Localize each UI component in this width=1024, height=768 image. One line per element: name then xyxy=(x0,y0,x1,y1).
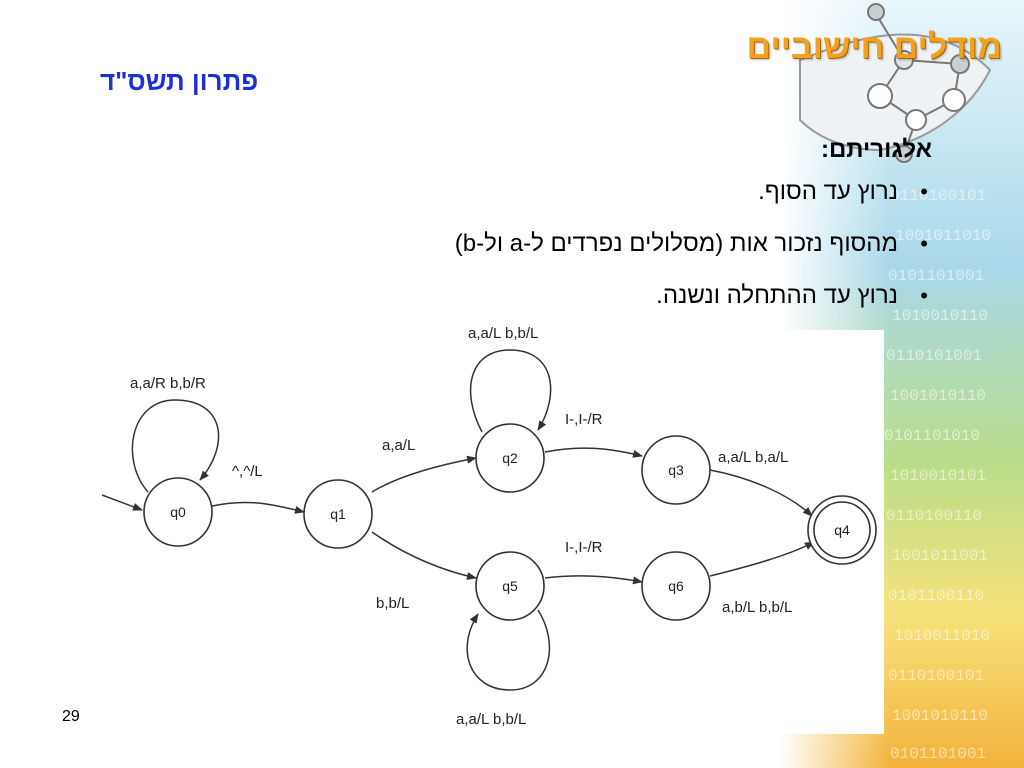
transition-q2-q2 xyxy=(469,349,552,433)
algorithm-step: • מהסוף נזכור אות (מסלולים נפרדים ל-a ול-… xyxy=(252,228,932,260)
bullet-icon: • xyxy=(920,179,928,204)
transition-q2-q3 xyxy=(544,447,643,458)
svg-text:0110101001: 0110101001 xyxy=(886,347,982,365)
transition-label: a,a/L b,a/L xyxy=(718,449,788,466)
algorithm-steps: • נרוץ עד הסוף. • מהסוף נזכור אות (מסלולים… xyxy=(252,176,932,312)
svg-text:q1: q1 xyxy=(330,506,346,522)
svg-text:1001010110: 1001010110 xyxy=(892,707,988,725)
svg-text:q6: q6 xyxy=(668,578,684,594)
svg-text:q5: q5 xyxy=(502,578,518,594)
state-q3: q3 xyxy=(641,435,711,505)
svg-text:0110100110: 0110100110 xyxy=(886,507,982,525)
initial-arrow xyxy=(101,494,143,511)
step-text: מהסוף נזכור אות (מסלולים נפרדים ל-a ול-b… xyxy=(454,230,898,257)
svg-text:1001010110: 1001010110 xyxy=(890,387,986,405)
transition-q1-q5 xyxy=(371,531,477,580)
transition-q1-q2 xyxy=(371,455,477,493)
svg-text:1001011001: 1001011001 xyxy=(892,547,988,565)
transition-q6-q4 xyxy=(709,541,815,577)
transition-label: I-,I-/R xyxy=(565,539,603,556)
transition-label: a,b/L b,b/L xyxy=(722,599,792,616)
svg-text:0101101010: 0101101010 xyxy=(884,427,980,445)
svg-text:q3: q3 xyxy=(668,462,684,478)
svg-text:1010010101: 1010010101 xyxy=(890,467,986,485)
state-q4: q4 xyxy=(807,495,877,565)
step-text: נרוץ עד ההתחלה ונשנה. xyxy=(656,282,898,309)
molecule-graphic xyxy=(799,3,992,163)
svg-text:0101100110: 0101100110 xyxy=(888,587,984,605)
binary-digits-pattern: 0110100101 1001011010 0101101001 1010010… xyxy=(884,187,991,763)
slide-content: אלגוריתם: • נרוץ עד הסוף. • מהסוף נזכור או… xyxy=(252,136,932,332)
transition-label: a,a/R b,b/R xyxy=(130,375,206,392)
transition-q0-q0 xyxy=(131,399,220,493)
svg-text:0101101001: 0101101001 xyxy=(890,745,986,763)
algorithm-step: • נרוץ עד ההתחלה ונשנה. xyxy=(252,280,932,312)
svg-text:1010011010: 1010011010 xyxy=(894,627,990,645)
state-q5: q5 xyxy=(475,551,545,621)
slide-title: פתרון תשס"ד xyxy=(100,66,259,96)
step-text: נרוץ עד הסוף. xyxy=(758,178,898,205)
content-white-area xyxy=(0,330,884,734)
svg-text:0110100101: 0110100101 xyxy=(890,187,986,205)
transition-label: ^,^/L xyxy=(232,463,263,480)
algorithm-heading: אלגוריתם: xyxy=(821,136,932,163)
transition-q3-q4 xyxy=(709,469,813,517)
transition-label: b,b/L xyxy=(376,595,409,612)
transition-q0-q1 xyxy=(211,501,305,514)
svg-text:1010010110: 1010010110 xyxy=(892,307,988,325)
transition-q5-q5 xyxy=(466,609,551,691)
course-title: מודלים חישוביים xyxy=(746,28,1002,66)
page-number: 29 xyxy=(62,708,80,725)
state-q2: q2 xyxy=(475,423,545,493)
transition-label: I-,I-/R xyxy=(565,411,603,428)
state-q6: q6 xyxy=(641,551,711,621)
transition-label: a,a/L xyxy=(382,437,415,454)
svg-text:1001011010: 1001011010 xyxy=(895,227,991,245)
algorithm-step: • נרוץ עד הסוף. xyxy=(252,176,932,208)
state-q0: q0 xyxy=(143,477,213,547)
transition-label: a,a/L b,b/L xyxy=(468,325,538,342)
svg-text:0110100101: 0110100101 xyxy=(888,667,984,685)
transition-label: a,a/L b,b/L xyxy=(456,711,526,728)
bullet-icon: • xyxy=(920,231,928,256)
svg-text:q2: q2 xyxy=(502,450,518,466)
svg-text:q4: q4 xyxy=(834,522,850,538)
svg-text:q0: q0 xyxy=(170,504,186,520)
svg-text:0101101001: 0101101001 xyxy=(888,267,984,285)
bullet-icon: • xyxy=(920,283,928,308)
state-q1: q1 xyxy=(303,479,373,549)
transition-q5-q6 xyxy=(544,575,643,585)
